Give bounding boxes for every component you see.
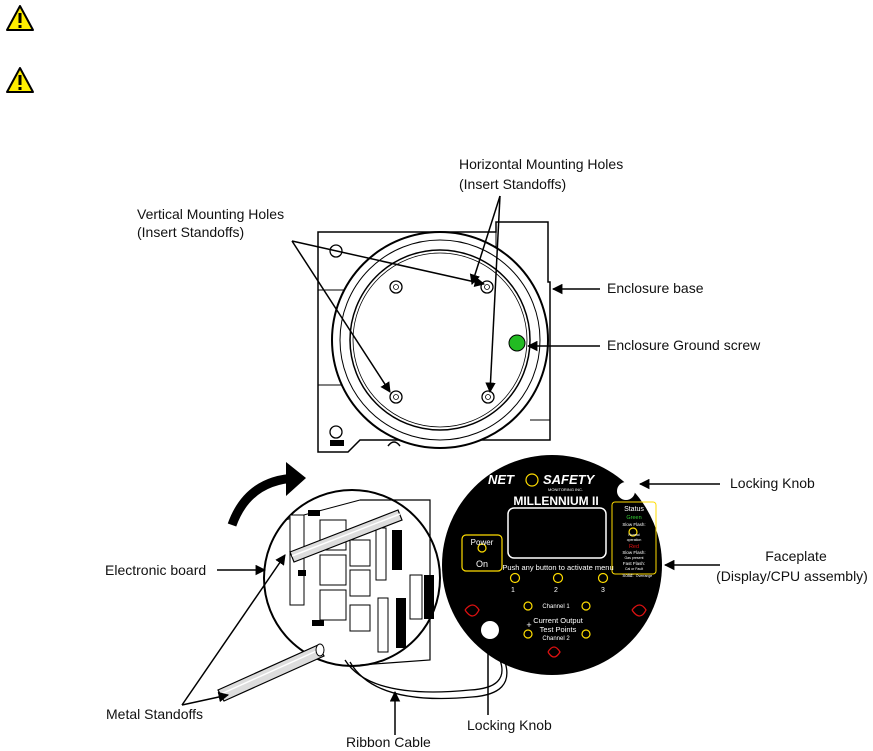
mounting-hole	[481, 390, 495, 404]
push-text: Push any button to activate menu	[502, 563, 613, 572]
status-slow-flash-1: Slow Flash:	[622, 522, 645, 527]
model-name: MILLENNIUM II	[513, 494, 598, 508]
mounting-hole	[389, 390, 403, 404]
status-slow-flash-2: Slow Flash:	[622, 550, 645, 555]
label-enclosure-base: Enclosure base	[607, 280, 704, 296]
status-normal: Normal	[628, 533, 640, 537]
brand-right: SAFETY	[543, 472, 596, 487]
power-on-label: On	[476, 559, 488, 569]
label-vertical-holes-sub: (Insert Standoffs)	[137, 224, 245, 240]
test-points-label: Test Points	[540, 625, 577, 634]
locking-knob	[481, 621, 499, 639]
channel1-label: Channel 1	[542, 604, 570, 610]
metal-standoff	[289, 509, 403, 563]
label-vertical-holes: Vertical Mounting Holes	[137, 206, 285, 222]
brand-sub: MONITORING INC.	[548, 487, 583, 492]
status-fast-flash: Fast Flash:	[623, 561, 645, 566]
label-faceplate-sub: (Display/CPU assembly)	[716, 568, 868, 584]
warning-icon	[6, 5, 34, 31]
mounting-hole	[480, 280, 494, 294]
label-horizontal-holes-sub: (Insert Standoffs)	[459, 176, 567, 192]
status-red: Red	[629, 544, 639, 550]
current-output-label: Current Output	[533, 616, 584, 625]
callout-lines	[181, 195, 720, 735]
label-horizontal-holes: Horizontal Mounting Holes	[459, 156, 624, 172]
brand-left: NET	[488, 472, 515, 487]
status-gas-present: Gas present	[624, 556, 643, 560]
faceplate-assembly: NET SAFETY MONITORING INC. MILLENNIUM II…	[442, 455, 662, 675]
status-operation: operation	[627, 538, 642, 542]
label-locking-knob-top: Locking Knob	[730, 475, 815, 491]
status-green: Green	[626, 515, 641, 521]
label-electronic-board: Electronic board	[105, 562, 207, 578]
enclosure-base	[317, 221, 551, 453]
locking-knob	[617, 482, 635, 500]
ground-screw	[508, 334, 526, 352]
label-ground-screw: Enclosure Ground screw	[607, 337, 761, 353]
status-cal-fault: Cal or Fault	[625, 567, 643, 571]
status-overrange: Overrange	[636, 574, 653, 578]
electronic-board	[263, 489, 441, 667]
label-faceplate: Faceplate	[765, 548, 827, 564]
label-metal-standoffs: Metal Standoffs	[106, 706, 204, 722]
mounting-hole	[389, 280, 403, 294]
status-label: Status	[624, 506, 644, 513]
plus-sign: +	[526, 620, 531, 630]
metal-standoff	[217, 644, 325, 702]
power-label: Power	[471, 538, 494, 547]
channel2-label: Channel 2	[542, 636, 570, 642]
button-3-label: 3	[601, 587, 605, 594]
warning-icon	[6, 67, 34, 93]
label-locking-knob-bottom: Locking Knob	[467, 717, 552, 733]
button-1-label: 1	[511, 587, 515, 594]
label-ribbon-cable: Ribbon Cable	[346, 734, 431, 750]
button-2-label: 2	[554, 587, 558, 594]
status-solid: Solid:	[622, 573, 633, 578]
